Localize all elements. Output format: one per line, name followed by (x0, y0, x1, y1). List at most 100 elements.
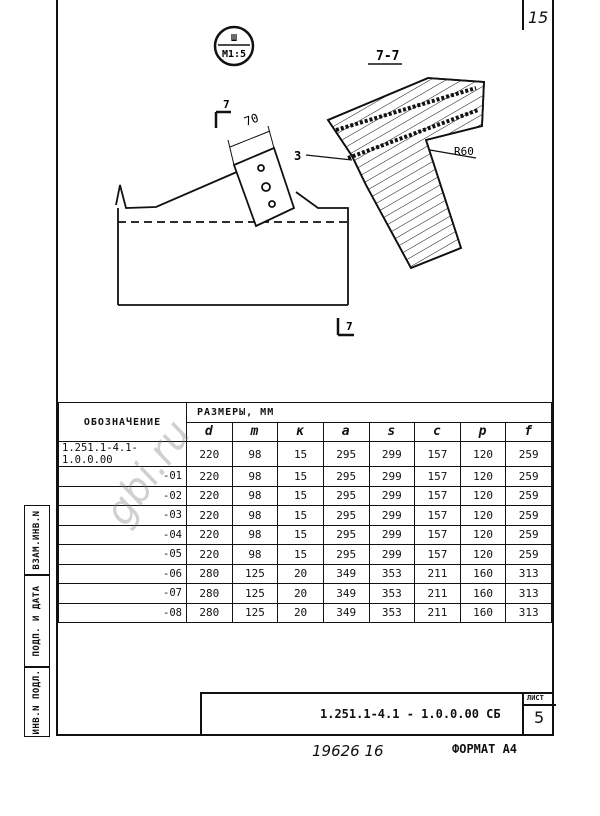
row-value: 259 (505, 441, 552, 467)
sizes-header: РАЗМЕРЫ, ММ (186, 402, 552, 423)
row-value: 280 (186, 563, 233, 584)
format-label: ФОРМАТ А4 (452, 742, 518, 756)
row-value: 280 (186, 583, 233, 604)
row-value: 120 (459, 441, 507, 467)
col-header: p (459, 421, 507, 442)
designation-header: ОБОЗНАЧЕНИЕ (58, 402, 187, 442)
row-value: 299 (368, 466, 416, 487)
row-value: 120 (459, 524, 507, 545)
section-label: 7-7 (376, 49, 399, 64)
section-mark-bottom: 7 (346, 320, 353, 333)
col-header: a (322, 421, 370, 442)
scale-badge: Ш M1:5 (213, 25, 255, 67)
row-value: 280 (186, 602, 233, 623)
row-value: 295 (322, 441, 370, 467)
row-value: 353 (368, 602, 416, 623)
scale-badge-top: Ш (231, 33, 237, 44)
sheet-cell: ЛИСТ 5 (522, 692, 556, 736)
doc-code: 1.251.1-4.1 - 1.0.0.00 СБ (320, 707, 501, 721)
col-header: к (277, 421, 324, 442)
row-value: 295 (322, 466, 370, 487)
row-designation: -01 (58, 466, 187, 487)
row-value: 259 (505, 524, 552, 545)
sidebar-box-2: ПОДП. И ДАТА (24, 575, 50, 667)
table-header-row-1: ОБОЗНАЧЕНИЕ РАЗМЕРЫ, ММ (58, 402, 552, 442)
row-value: 295 (322, 485, 370, 506)
sidebar-label-3: ИНВ.N ПОДЛ. (32, 669, 42, 735)
row-value: 157 (414, 505, 461, 526)
dim-width-label: 70 (242, 111, 260, 129)
row-value: 15 (277, 544, 324, 565)
row-value: 295 (322, 544, 370, 565)
row-value: 220 (186, 524, 233, 545)
row-value: 125 (231, 602, 279, 623)
row-value: 299 (368, 505, 416, 526)
spec-table: ОБОЗНАЧЕНИЕ РАЗМЕРЫ, ММ d m к a s c p f … (58, 402, 552, 623)
corner-number: 15 (528, 8, 549, 27)
title-block: 1.251.1-4.1 - 1.0.0.00 СБ ЛИСТ 5 (200, 692, 556, 736)
col-header: s (368, 421, 416, 442)
elevation-view (115, 110, 354, 337)
row-value: 20 (277, 602, 324, 623)
row-value: 98 (231, 485, 279, 506)
col-header: c (414, 421, 461, 442)
row-value: 157 (414, 544, 461, 565)
row-value: 157 (414, 485, 461, 506)
archive-number: 19626 16 (312, 742, 384, 760)
row-designation: -03 (58, 505, 187, 526)
row-value: 353 (368, 583, 416, 604)
sheet-divider (524, 704, 556, 706)
row-designation: -04 (58, 524, 187, 545)
row-designation: -07 (58, 583, 187, 604)
row-value: 15 (277, 441, 324, 467)
sheet-number: 5 (534, 708, 545, 727)
row-value: 259 (505, 466, 552, 487)
row-value: 20 (277, 563, 324, 584)
table-header-row-2: d m к a s c p f (59, 421, 552, 442)
section-view (305, 77, 485, 270)
row-value: 299 (368, 485, 416, 506)
label-radius: R60 (454, 145, 474, 158)
row-value: 120 (459, 485, 507, 506)
row-value: 160 (459, 602, 507, 623)
row-value: 98 (231, 505, 279, 526)
col-header: m (231, 421, 279, 442)
row-value: 98 (231, 466, 279, 487)
sidebar-box-1: ВЗАМ.ИНВ.N (24, 505, 50, 575)
sidebar-label-2: ПОДП. И ДАТА (32, 585, 42, 657)
sidebar-label-1: ВЗАМ.ИНВ.N (32, 510, 42, 570)
row-value: 299 (368, 524, 416, 545)
row-value: 211 (414, 583, 461, 604)
row-value: 349 (322, 583, 370, 604)
row-value: 220 (186, 544, 233, 565)
row-value: 211 (414, 563, 461, 584)
row-value: 313 (505, 602, 552, 623)
row-value: 259 (505, 485, 552, 506)
row-designation: -02 (58, 485, 187, 506)
row-value: 15 (277, 466, 324, 487)
row-value: 157 (414, 466, 461, 487)
row-value: 220 (186, 505, 233, 526)
sidebar-box-3: ИНВ.N ПОДЛ. (24, 667, 50, 737)
row-value: 220 (186, 485, 233, 506)
row-value: 98 (231, 524, 279, 545)
row-value: 295 (322, 524, 370, 545)
row-designation: -05 (58, 544, 187, 565)
drawing-area: Ш M1:5 7-7 70 7 7 (115, 25, 485, 337)
row-value: 160 (459, 583, 507, 604)
row-value: 120 (459, 505, 507, 526)
row-designation: 1.251.1-4.1-1.0.0.00 (58, 441, 187, 467)
row-value: 349 (322, 602, 370, 623)
row-value: 98 (231, 441, 279, 467)
row-value: 120 (459, 466, 507, 487)
row-designation: -06 (58, 563, 187, 584)
row-value: 125 (231, 583, 279, 604)
